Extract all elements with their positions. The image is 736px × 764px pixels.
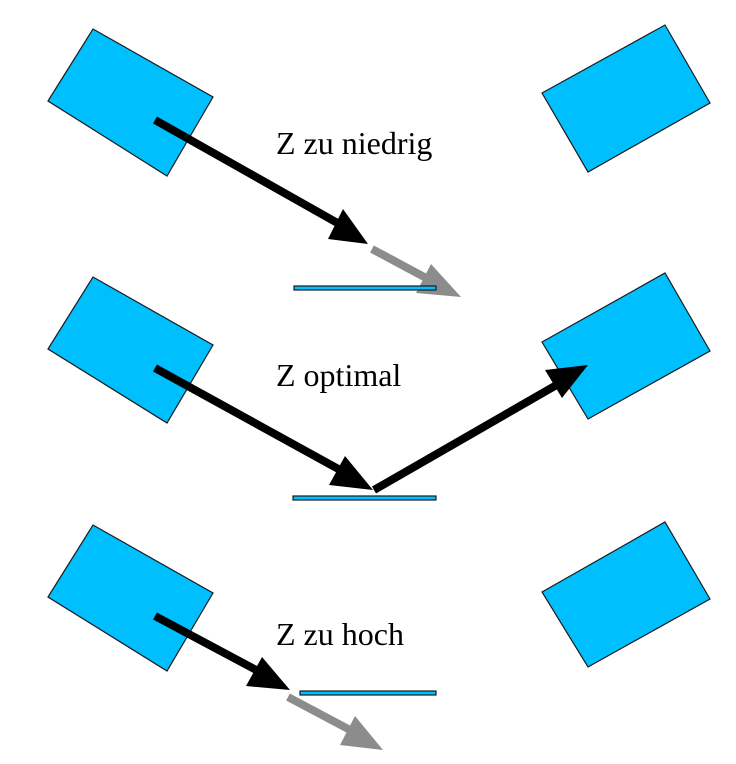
panel-label: Z zu niedrig — [276, 125, 432, 161]
reflector-surface — [292, 495, 437, 501]
receiver-box — [541, 272, 711, 420]
missed-beam — [286, 693, 354, 735]
panel-label: Z optimal — [276, 357, 401, 393]
panel-z-too-high: Z zu hoch — [47, 521, 711, 750]
receiver-box — [541, 24, 711, 173]
incident-beam-arrowhead — [329, 456, 373, 490]
incident-beam-arrowhead — [328, 209, 368, 244]
missed-beam-arrowhead — [340, 716, 383, 750]
reflector-surface — [293, 285, 437, 291]
incident-beam — [153, 116, 343, 229]
missed-beam-arrowhead — [416, 264, 461, 297]
incident-beam — [153, 364, 344, 475]
incident-beam — [153, 612, 260, 675]
panel-z-too-low: Z zu niedrig — [47, 24, 711, 297]
panel-label: Z zu hoch — [276, 616, 404, 652]
missed-beam — [370, 245, 430, 283]
incident-beam-arrowhead — [246, 657, 290, 690]
receiver-box — [541, 521, 711, 668]
reflected-beam-arrowhead — [545, 365, 588, 398]
emitter-box — [47, 28, 214, 177]
reflector-surface — [299, 690, 437, 696]
emitter-box — [47, 524, 214, 672]
reflected-beam — [372, 379, 562, 494]
panel-z-optimal: Z optimal — [47, 272, 711, 501]
emitter-box — [47, 276, 214, 424]
